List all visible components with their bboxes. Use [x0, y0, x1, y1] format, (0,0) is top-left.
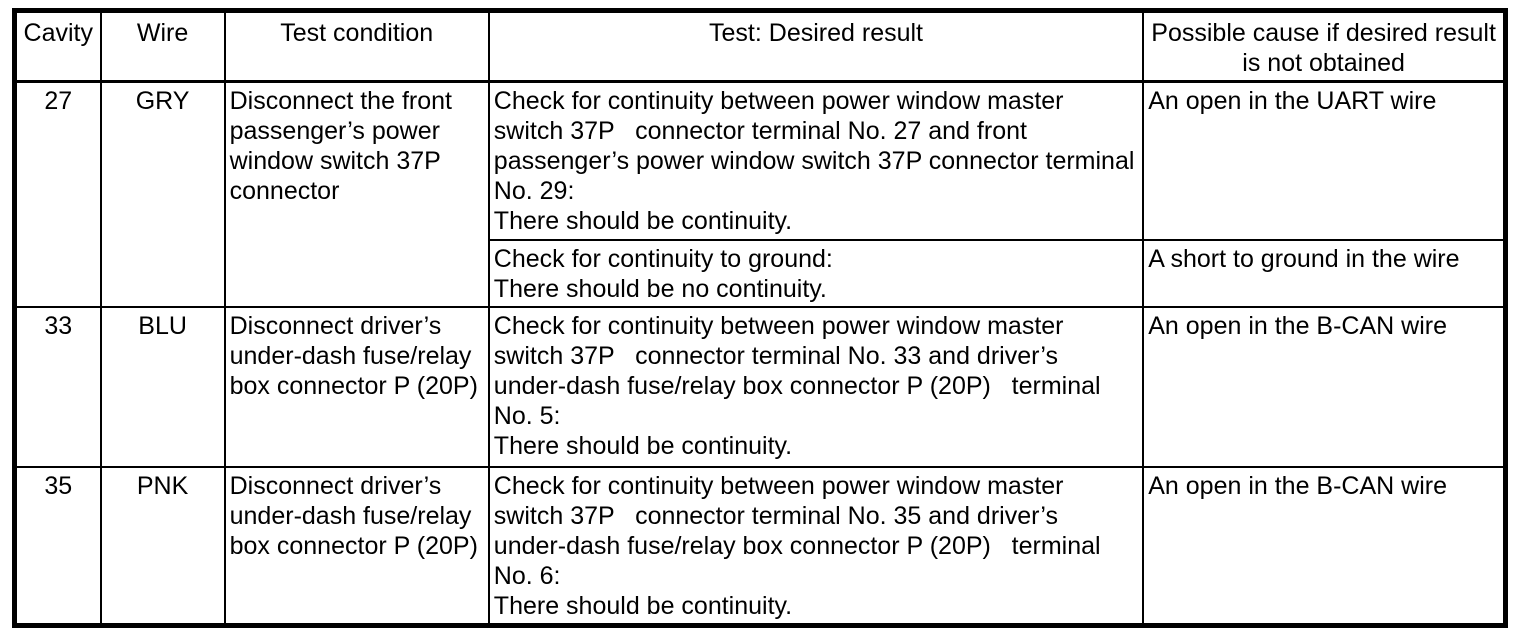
wire-cell: BLU [99, 305, 226, 468]
table-row-cavity-27: 27 GRY Disconnect the front passenger’s … [13, 80, 1507, 308]
possible-cause-cell: An open in the B-CAN wire [1142, 305, 1507, 468]
desired-result-cell: Check for continuity between power windo… [487, 305, 1145, 468]
desired-result-cell: Check for continuity between power windo… [487, 465, 1145, 626]
possible-cause-cell: An open in the UART wire [1142, 80, 1507, 241]
cavity-cell: 33 [13, 305, 102, 468]
troubleshooting-table: Cavity Wire Test condition Test: Desired… [12, 8, 1508, 628]
table-subrow-cavity-27: Check for continuity to ground: There sh… [15, 238, 1507, 308]
cavity-cell: 27 [13, 80, 102, 308]
test-condition-cell: Disconnect driver’s under-dash fuse/rela… [223, 465, 490, 626]
header-cavity: Cavity [13, 9, 102, 83]
header-test-condition: Test condition [223, 9, 490, 83]
cavity-cell: 35 [13, 465, 102, 626]
test-condition-cell: Disconnect driver’s under-dash fuse/rela… [223, 305, 490, 468]
table-row-cavity-33: 33 BLU Disconnect driver’s under-dash fu… [13, 305, 1507, 468]
desired-result-cell: Check for continuity to ground: There sh… [487, 238, 1145, 308]
wire-cell: PNK [99, 465, 226, 626]
header-row: Cavity Wire Test condition Test: Desired… [13, 9, 1507, 83]
header-desired-result: Test: Desired result [487, 9, 1145, 83]
header-wire: Wire [99, 9, 226, 83]
header-possible-cause: Possible cause if desired result is not … [1142, 9, 1507, 83]
possible-cause-cell: A short to ground in the wire [1142, 238, 1507, 308]
desired-result-cell: Check for continuity between power windo… [487, 80, 1145, 241]
wire-cell: GRY [99, 80, 226, 308]
table-row-cavity-35: 35 PNK Disconnect driver’s under-dash fu… [13, 465, 1507, 626]
possible-cause-cell: An open in the B-CAN wire [1142, 465, 1507, 626]
test-condition-cell: Disconnect the front passenger’s power w… [223, 80, 490, 308]
